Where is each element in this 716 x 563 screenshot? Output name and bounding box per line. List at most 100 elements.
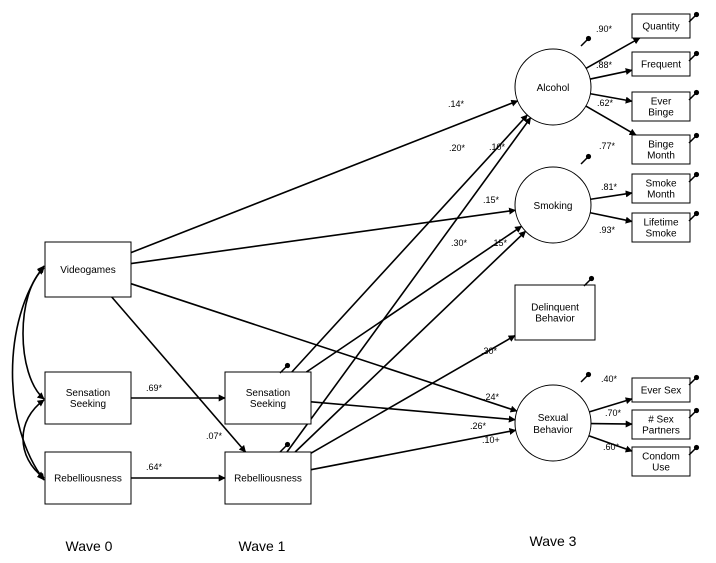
error-term-condom-use-icon xyxy=(688,444,700,456)
box-label-ever-sex: Ever Sex xyxy=(641,386,682,397)
box-label-smoke-month: Smoke xyxy=(645,179,677,190)
error-term-ever-sex-icon xyxy=(688,374,700,386)
coef-rebel-alcohol: .10* xyxy=(489,142,506,152)
box-label-delinquent: Delinquent xyxy=(531,303,579,314)
latent-smoking xyxy=(514,166,592,244)
path-arrows xyxy=(11,37,641,482)
box-label-rebel-w0: Rebelliousness xyxy=(54,474,122,485)
box-label-lifetime-smoke: Smoke xyxy=(645,229,677,240)
coef-smk-lifetime: .93* xyxy=(599,225,616,235)
box-label-sensation-w1: Sensation xyxy=(246,388,290,399)
box-sex-partners xyxy=(631,409,691,440)
error-term-alcohol-icon xyxy=(580,35,592,47)
error-term-sexual-icon xyxy=(580,371,592,383)
box-smoke-month xyxy=(631,173,691,204)
error-term-smoking-icon xyxy=(580,153,592,165)
latent-label-sexual: Behavior xyxy=(533,425,573,436)
box-label-delinquent: Behavior xyxy=(535,314,575,325)
latent-label-sexual: Sexual xyxy=(538,413,569,424)
box-label-lifetime-smoke: Lifetime xyxy=(643,218,678,229)
coef-sens-sexual: .26* xyxy=(470,421,487,431)
error-term-delinquent-icon xyxy=(583,275,595,287)
path-sens-alcohol xyxy=(291,114,528,373)
path-vg-smoking xyxy=(130,207,517,265)
box-label-smoke-month: Month xyxy=(647,190,675,201)
box-delinquent xyxy=(514,284,596,341)
coef-sens-alcohol: .20* xyxy=(449,143,466,153)
path-rebel-smoking xyxy=(294,230,527,453)
wave-labels: Wave 0 Wave 1 Wave 3 xyxy=(66,533,577,554)
box-label-sex-partners: # Sex xyxy=(648,415,674,426)
error-term-smoke-month-icon xyxy=(688,171,700,183)
corr-sens-rebel xyxy=(22,399,45,479)
box-ever-binge xyxy=(631,91,691,122)
latent-label-smoking: Smoking xyxy=(534,201,573,212)
diagram-nodes: VideogamesSensationSeekingRebelliousness… xyxy=(44,11,700,505)
coef-sens-w0-w1: .69* xyxy=(146,383,163,393)
path-vg-sexual xyxy=(130,282,518,413)
box-label-condom-use: Condom xyxy=(642,452,680,463)
box-label-rebel-w1: Rebelliousness xyxy=(234,474,302,485)
box-label-ever-binge: Binge xyxy=(648,108,674,119)
box-label-ever-binge: Ever xyxy=(651,97,672,108)
box-label-sensation-w0: Seeking xyxy=(70,399,106,410)
coef-vg-smoking: .15* xyxy=(483,195,500,205)
loading-alc-frequent xyxy=(589,68,633,80)
wave-label-w1: Wave 1 xyxy=(239,538,286,554)
coef-vg-sexual: .24* xyxy=(483,392,500,402)
box-quantity xyxy=(631,13,691,39)
coef-rebel-delinquent: .30* xyxy=(481,346,498,356)
coefficient-labels: .69*.64*.07*.14*.15*.24*.20*.10*.30*.15*… xyxy=(146,24,622,472)
error-term-sensation-w1-icon xyxy=(279,362,291,374)
coef-rebel-smoking: .15* xyxy=(491,238,508,248)
box-label-sex-partners: Partners xyxy=(642,426,680,437)
error-term-sex-partners-icon xyxy=(688,407,700,419)
path-vg-rebel xyxy=(111,296,247,453)
loading-smk-lifetime xyxy=(590,211,633,224)
box-rebel-w0 xyxy=(44,451,132,505)
coef-vg-rebel: .07* xyxy=(206,431,223,441)
coef-sens-smoking: .30* xyxy=(451,238,468,248)
loading-sex-partners xyxy=(590,420,633,428)
coef-sex-condom: .60* xyxy=(603,442,620,452)
path-sens-sexual xyxy=(310,400,516,423)
box-label-binge-month: Month xyxy=(647,151,675,162)
error-term-binge-month-icon xyxy=(688,132,700,144)
box-lifetime-smoke xyxy=(631,212,691,243)
loading-sex-ever xyxy=(589,397,633,413)
box-frequent xyxy=(631,51,691,77)
path-vg-alcohol xyxy=(130,99,519,254)
box-sensation-w0 xyxy=(44,371,132,425)
loading-sex-condom xyxy=(588,435,633,453)
coef-alc-frequent: .88* xyxy=(596,60,613,70)
path-rebel-alcohol xyxy=(286,117,532,453)
coef-rebel-sexual: .10+ xyxy=(482,435,500,445)
box-label-sensation-w1: Seeking xyxy=(250,399,286,410)
coef-alc-month: .77* xyxy=(599,141,616,151)
error-term-quantity-icon xyxy=(688,11,700,23)
corr-vg-sens xyxy=(22,267,45,400)
latent-label-alcohol: Alcohol xyxy=(537,83,570,94)
path-rebel-delinquent xyxy=(310,334,516,454)
wave-label-w0: Wave 0 xyxy=(66,538,113,554)
coef-smk-month: .81* xyxy=(601,182,618,192)
loading-smk-month xyxy=(590,190,633,201)
box-videogames xyxy=(44,241,132,298)
box-label-binge-month: Binge xyxy=(648,140,674,151)
loading-alc-month xyxy=(585,105,637,136)
coef-vg-alcohol: .14* xyxy=(448,99,465,109)
latent-sexual xyxy=(514,384,592,462)
box-label-condom-use: Use xyxy=(652,463,670,474)
coef-alc-quantity: .90* xyxy=(596,24,613,34)
wave-label-w3: Wave 3 xyxy=(530,533,577,549)
loading-alc-binge xyxy=(590,92,633,104)
error-term-ever-binge-icon xyxy=(688,89,700,101)
corr-vg-rebel xyxy=(11,265,45,481)
loading-alc-quantity xyxy=(585,37,641,70)
error-term-frequent-icon xyxy=(688,50,700,62)
box-ever-sex xyxy=(631,377,691,403)
box-rebel-w1 xyxy=(224,451,312,505)
box-label-quantity: Quantity xyxy=(642,22,679,33)
box-label-sensation-w0: Sensation xyxy=(66,388,110,399)
